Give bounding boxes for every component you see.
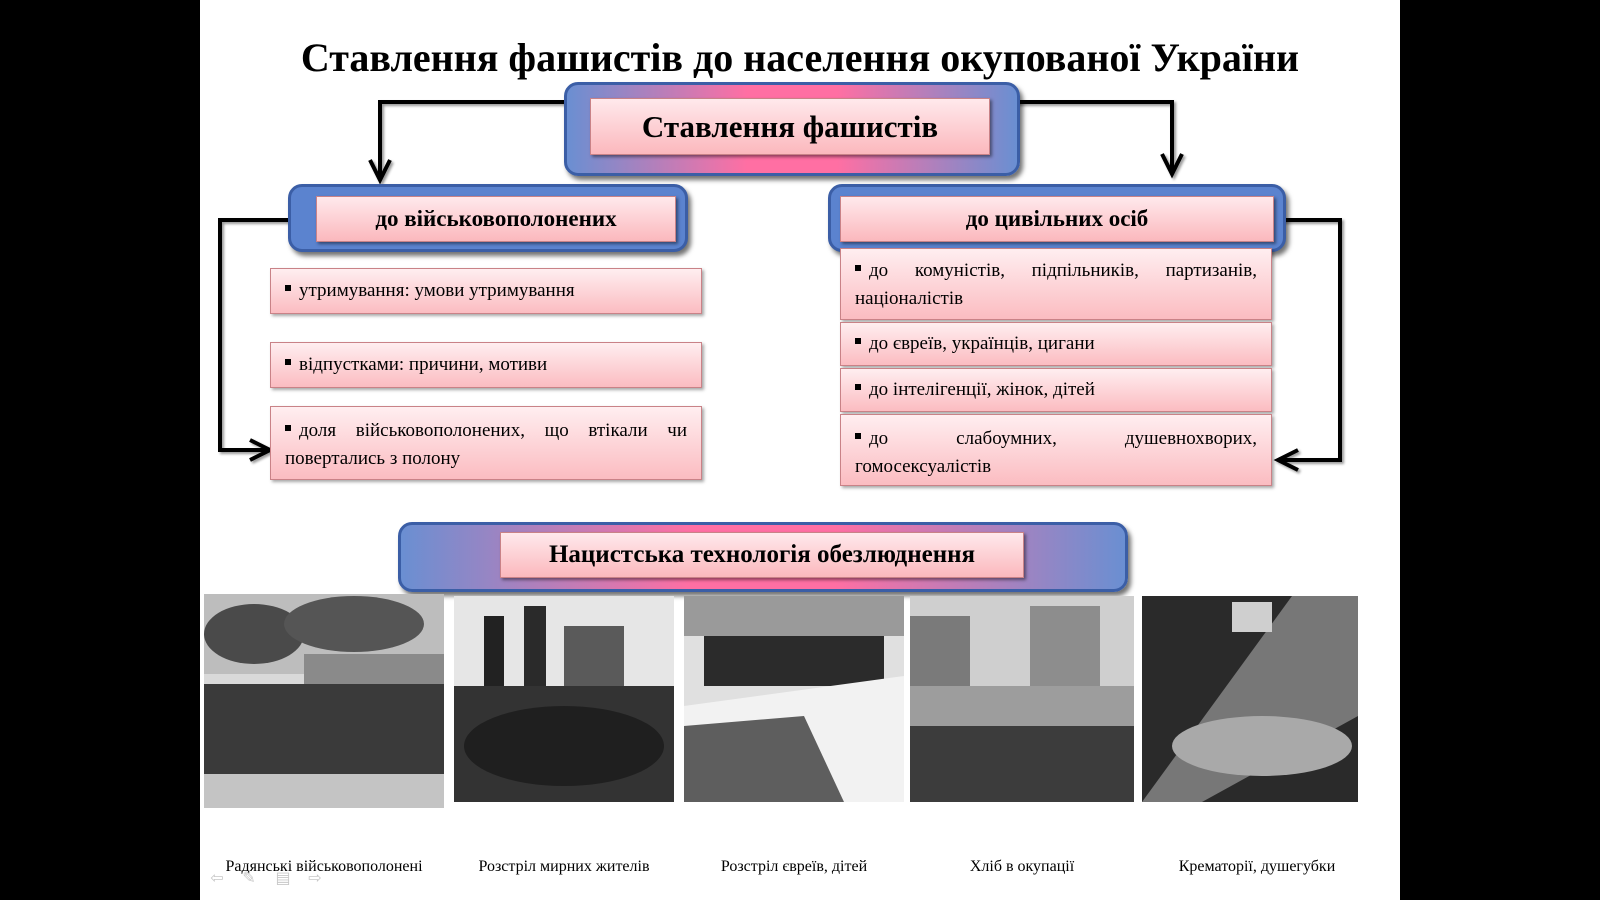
- arrowhead-root-right: [1160, 153, 1184, 179]
- right-item: до інтелігенції, жінок, дітей: [840, 368, 1272, 412]
- photo-image: [204, 594, 444, 808]
- root-box-label: Ставлення фашистів: [590, 98, 990, 155]
- photo-image: [1142, 596, 1358, 802]
- right-item: до євреїв, українців, цигани: [840, 322, 1272, 366]
- arrow-root-to-right: [1012, 100, 1174, 172]
- bullet-icon: [855, 338, 861, 344]
- arrow-right-icon[interactable]: ⇨: [308, 868, 322, 887]
- left-item: відпустками: причини, мотиви: [270, 342, 702, 388]
- arrow-right-to-items: [1280, 218, 1342, 462]
- right-item: до комуністів, підпільників, партизанів,…: [840, 248, 1272, 320]
- photo-caption: Розстріл євреїв, дітей: [720, 858, 868, 875]
- arrowhead-left-items: [249, 438, 275, 462]
- right-branch-label: до цивільних осіб: [840, 196, 1274, 242]
- photo-jews-children-execution: [684, 596, 904, 802]
- bullet-icon: [855, 384, 861, 390]
- photo-civilian-execution: [454, 596, 674, 802]
- photo-caption: Розстріл мирних жителів: [478, 858, 650, 875]
- slide-title: Ставлення фашистів до населення окупован…: [300, 35, 1300, 80]
- section-box-label: Нацистська технологія обезлюднення: [500, 532, 1024, 578]
- left-item: утримування: умови утримування: [270, 268, 702, 314]
- arrow-left-icon[interactable]: ⇦: [210, 868, 224, 887]
- left-branch-label: до військовополонених: [316, 196, 676, 242]
- photo-image: [454, 596, 674, 802]
- arrowhead-root-left: [368, 159, 392, 185]
- arrowhead-right-items: [1273, 448, 1299, 472]
- photo-caption: Хліб в окупації: [969, 858, 1075, 875]
- right-item: до слабоумних, душевнохворих, гомосексуа…: [840, 414, 1272, 486]
- pen-icon[interactable]: ✎: [242, 868, 256, 887]
- left-item: доля військовополонених, що втікали чи п…: [270, 406, 702, 480]
- photo-soviet-pow: [204, 594, 444, 808]
- arrow-root-to-left: [378, 100, 568, 178]
- photo-caption: Крематорії, душегубки: [1178, 858, 1336, 875]
- menu-icon[interactable]: ▤: [275, 868, 291, 887]
- bullet-icon: [285, 359, 291, 365]
- photo-image: [910, 596, 1134, 802]
- photo-caption: Радянські військовополонені: [225, 858, 423, 875]
- photo-bread-occupation: [910, 596, 1134, 802]
- photo-image: [684, 596, 904, 802]
- bullet-icon: [285, 285, 291, 291]
- photo-crematoria: [1142, 596, 1358, 802]
- bullet-icon: [285, 425, 291, 431]
- slide: Ставлення фашистів до населення окупован…: [200, 0, 1400, 900]
- bullet-icon: [855, 433, 861, 439]
- bullet-icon: [855, 265, 861, 271]
